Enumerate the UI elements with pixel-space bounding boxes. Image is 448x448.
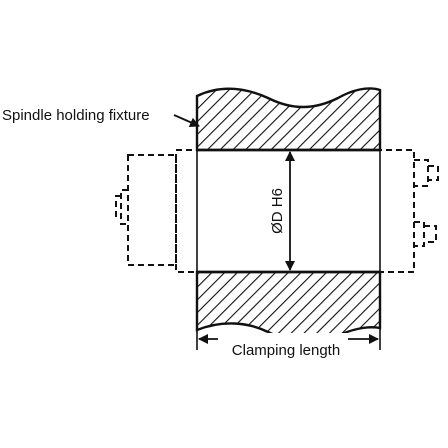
workpiece-left-keyway [115,189,128,225]
workpiece-right-stub-lower [414,221,425,247]
clamping-label-bg [218,333,348,353]
workpiece-right-stub-lower-inner [424,225,437,243]
fixture-leader-arrow [173,114,200,127]
workpiece-left-shaft [127,154,177,266]
workpiece-dashed-outline [115,149,439,273]
diameter-label: ØD H6 [269,188,286,234]
fixture-lower-section [195,270,382,343]
workpiece-right-stub-upper-inner [428,165,439,181]
fixture-label: Spindle holding fixture [2,107,150,124]
workpiece-right-stub-upper [414,159,429,187]
workpiece-main-body [175,149,415,273]
fixture-upper-section [195,87,382,152]
clamping-length-label: Clamping length [232,342,340,359]
